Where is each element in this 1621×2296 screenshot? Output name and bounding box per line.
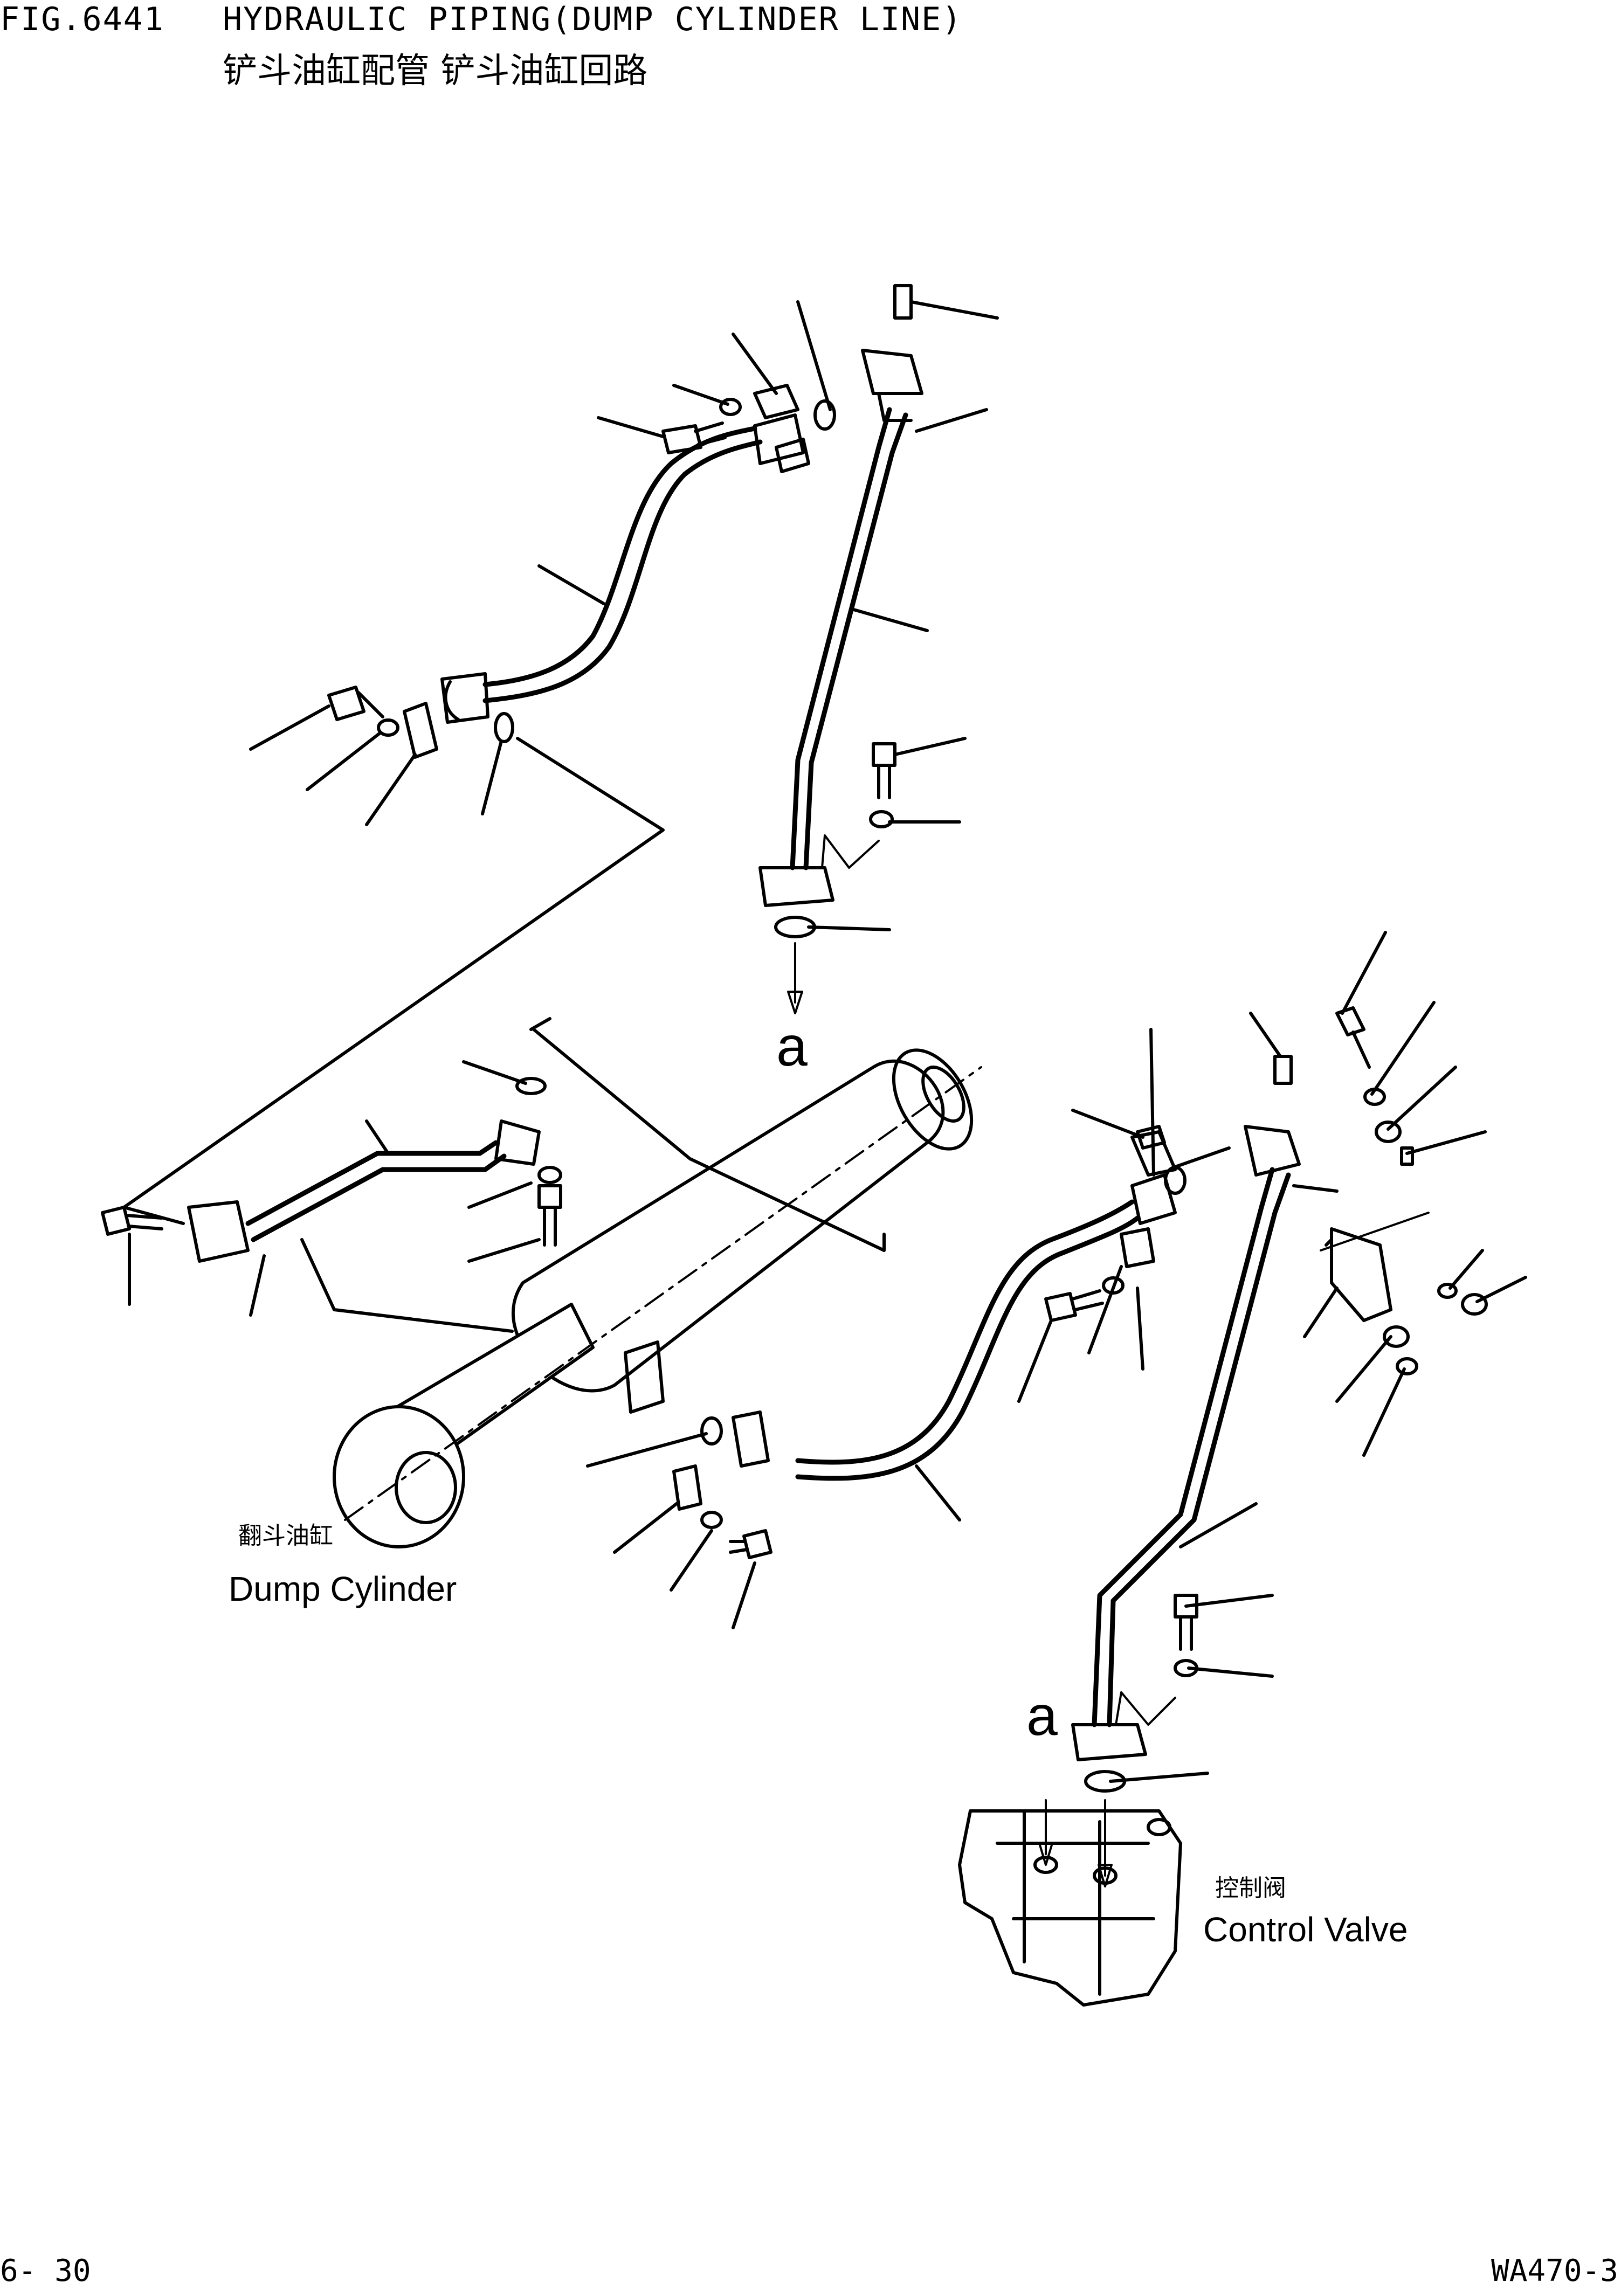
- washer-left: [537, 1166, 562, 1184]
- clamp: [1130, 1130, 1177, 1177]
- o-ring-left-top: [515, 1077, 547, 1095]
- plug-top: [893, 284, 913, 320]
- callout-leader-lines: [122, 300, 1527, 1783]
- upper-right-tube-assembly: [758, 284, 923, 1014]
- lower-hose: [795, 1199, 1135, 1465]
- dump-cylinder: [333, 1048, 982, 1548]
- nut-bracket-1: [1375, 1121, 1402, 1143]
- bolt-lower-left: [729, 1529, 772, 1559]
- upper-hose: [482, 439, 763, 703]
- washer-lower-right: [1102, 1276, 1125, 1295]
- bolt-left: [101, 1206, 163, 1236]
- upper-tube-bottom-flange: [758, 866, 834, 907]
- washer-bracket-2: [1437, 1283, 1458, 1299]
- washer-bracket-4: [1396, 1357, 1418, 1375]
- washer-bracket-3: [1383, 1325, 1410, 1348]
- upper-hose-end-fitting-left: [440, 672, 489, 724]
- plug-bracket: [1400, 1146, 1414, 1166]
- control-valve-body: [958, 1809, 1182, 2007]
- upper-hose-assembly: [327, 384, 836, 759]
- upper-tube-top-flange: [861, 349, 923, 395]
- figure-subtitle-chinese: 铲斗油缸配管 铲斗油缸回路: [223, 51, 648, 91]
- washer-upper: [719, 398, 742, 416]
- lower-steel-tube: [1092, 1167, 1275, 1727]
- lower-tube-bottom-flange: [1071, 1723, 1147, 1761]
- dump-cylinder-label-chinese: 翻斗油缸: [238, 1522, 333, 1550]
- bolt-upper-left: [327, 686, 384, 721]
- washer-upper-right: [869, 810, 894, 828]
- cylinder-head-end: [892, 1048, 974, 1151]
- lower-hose-end-fitting-left: [732, 1410, 770, 1468]
- upper-steel-tube: [790, 407, 892, 870]
- split-flange-lower-right: [1120, 1227, 1155, 1268]
- washer-lower-left: [700, 1511, 723, 1529]
- split-flange-upper-left-2: [403, 702, 438, 759]
- connection-reference-a-upper: a: [776, 1015, 808, 1078]
- bolt-lower-right: [1044, 1289, 1104, 1322]
- nut-bracket-2: [1461, 1293, 1488, 1316]
- washer-upper-left: [377, 718, 399, 737]
- lower-right-tube-assembly: [1038, 1055, 1301, 1887]
- bolt-upper: [661, 421, 727, 454]
- left-tube-flange-right: [494, 1119, 541, 1166]
- bolt-left-mid: [537, 1184, 562, 1247]
- o-ring-upper-left: [494, 712, 514, 743]
- left-tube-assembly: [101, 1077, 562, 1263]
- lower-tube-top-flange: [1244, 1125, 1301, 1177]
- bolt-lower-tube: [1174, 1594, 1198, 1651]
- o-ring-lower-left: [700, 1416, 723, 1446]
- dump-cylinder-label: Dump Cylinder: [229, 1569, 457, 1608]
- connection-reference-a-lower: a: [1026, 1685, 1058, 1747]
- left-steel-tube: [245, 1140, 499, 1226]
- left-tube-elbow-flange: [187, 1200, 250, 1263]
- upper-hose-end-fitting-right: [753, 413, 805, 465]
- control-valve-label-chinese: 控制阀: [1215, 1875, 1286, 1902]
- plug-top-right: [1273, 1055, 1293, 1085]
- control-valve: [958, 1809, 1182, 2007]
- cylinder-port-flange: [624, 1340, 665, 1414]
- split-flange-upper-left: [753, 384, 799, 419]
- bracket-assembly: [1130, 1006, 1488, 1375]
- o-ring-upper: [813, 399, 836, 431]
- split-flange-lower-left: [672, 1464, 702, 1511]
- lower-hose-end-fitting-right: [1130, 1173, 1177, 1225]
- machine-model: WA470-3: [1491, 2253, 1619, 2288]
- figure-title: HYDRAULIC PIPING(DUMP CYLINDER LINE): [223, 1, 963, 38]
- control-valve-label: Control Valve: [1203, 1910, 1408, 1949]
- bracket: [1330, 1227, 1392, 1322]
- bolt-upper-right: [872, 742, 896, 799]
- bolt-bracket: [1335, 1006, 1371, 1069]
- figure-number: FIG.6441: [0, 1, 164, 38]
- page-number: 6- 30: [0, 2253, 91, 2288]
